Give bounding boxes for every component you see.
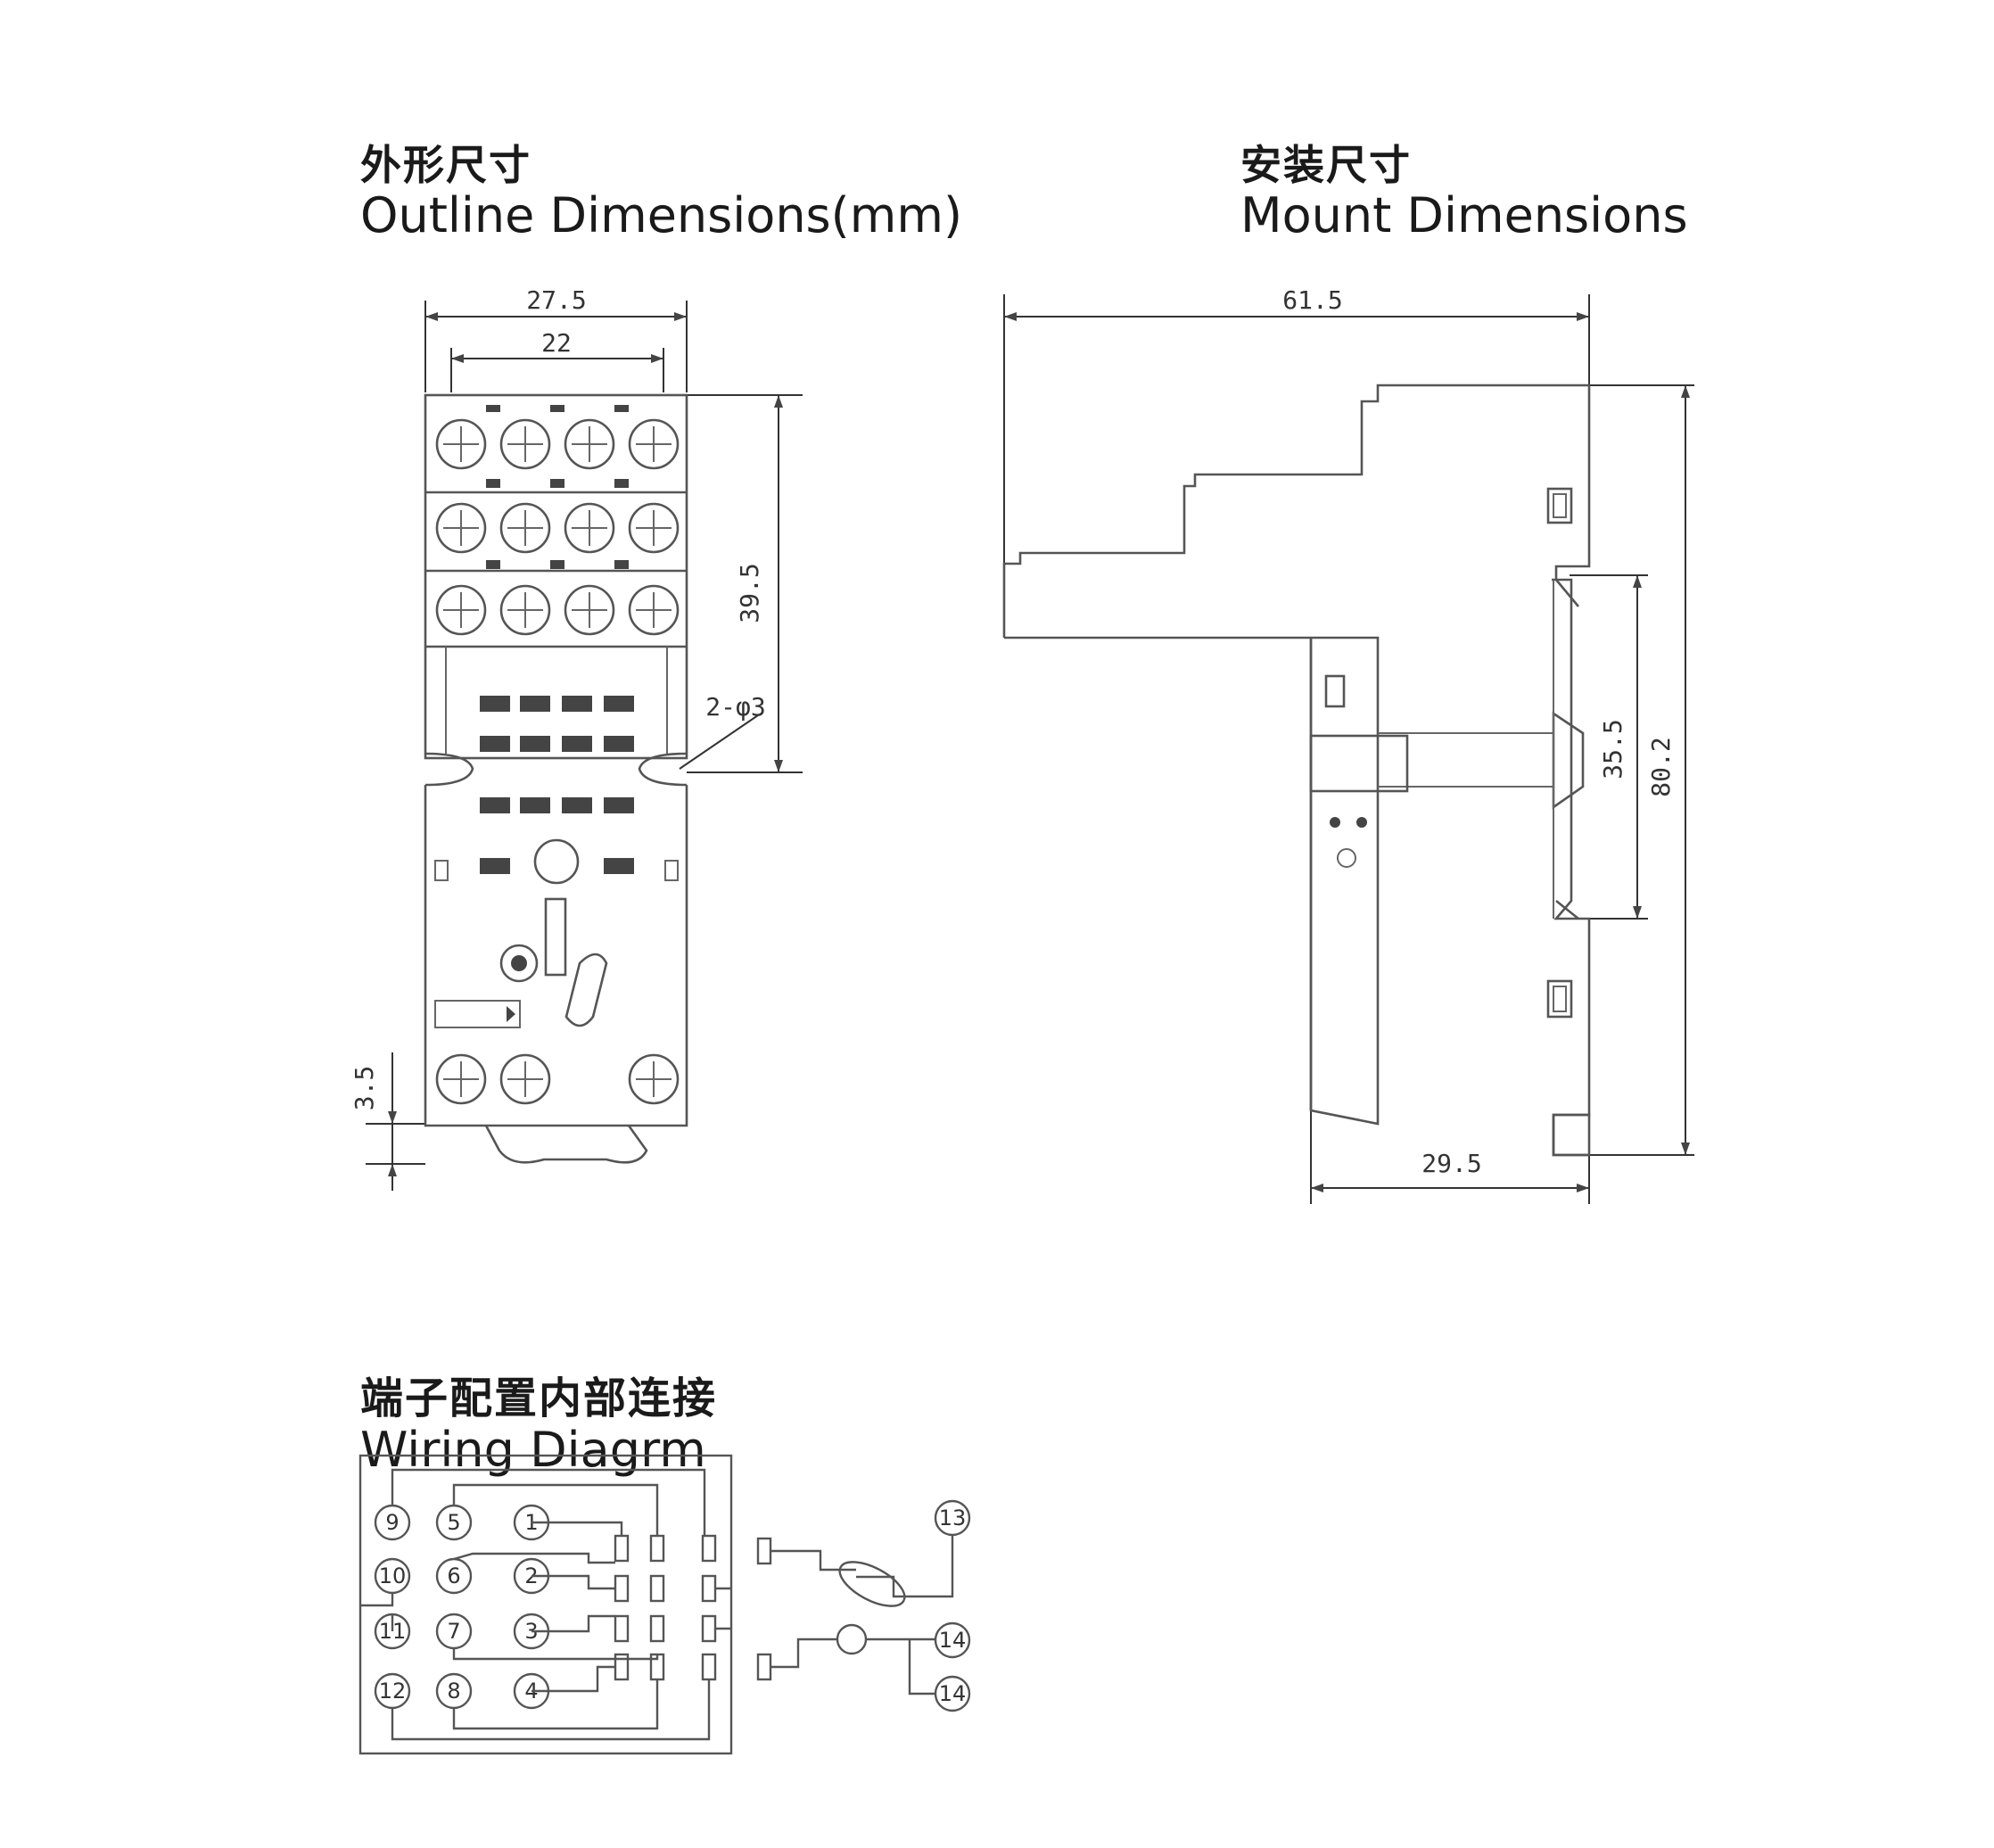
relay-profile [1002, 384, 1591, 1157]
mount-hole-left [424, 752, 474, 787]
dim-height: 39.5 [687, 394, 803, 773]
terminal-screws-top [435, 405, 680, 636]
rail-clip [1552, 711, 1585, 810]
dim-rail: 35.5 [1570, 574, 1648, 920]
dim-holes-label: 2-φ3 [705, 692, 765, 722]
socket-bottom-body [424, 785, 688, 1127]
terminal-label: 8 [447, 1679, 460, 1704]
dim-depth: 29.5 [1310, 1110, 1590, 1204]
wiring-diagram: 9 5 1 10 6 2 11 7 3 12 8 4 13 14 14 [358, 1454, 971, 1755]
outline-dimensions-heading: 外形尺寸 Outline Dimensions(mm) [360, 141, 963, 243]
mount-hole-right [638, 752, 688, 787]
socket-top-body [424, 393, 688, 760]
dim-mount-height-label: 80.2 [1646, 737, 1676, 796]
dim-mount-total-width: 61.5 [1003, 285, 1590, 638]
dim-bottom: 3.5 [350, 1052, 425, 1191]
socket-profile [1004, 636, 1380, 1126]
outline-drawing: 27.5 22 39.5 2-φ3 3.5 [350, 285, 803, 1191]
pin-slots [480, 696, 634, 874]
dim-rail-label: 35.5 [1598, 719, 1627, 779]
outline-title-en: Outline Dimensions(mm) [360, 186, 963, 243]
dim-bottom-label: 3.5 [350, 1066, 379, 1111]
terminal-label: 14 [939, 1681, 967, 1706]
mount-drawing: 61.5 80.2 35.5 29.5 [1002, 285, 1694, 1204]
dim-total-width-label: 27.5 [526, 285, 586, 315]
relay-coil [838, 1561, 906, 1607]
terminal-label: 9 [385, 1510, 399, 1535]
terminal-label: 5 [447, 1510, 460, 1535]
relay-contact [836, 1623, 868, 1655]
terminal-label: 6 [447, 1563, 460, 1588]
wiring-title-cn: 端子配置内部连接 [360, 1374, 718, 1423]
dim-inner-width: 22 [450, 328, 664, 392]
terminal-label: 14 [939, 1628, 967, 1653]
center-hole [533, 838, 580, 885]
wiring-title-en: Wiring Diagrm [360, 1422, 706, 1479]
mount-title-cn: 安装尺寸 [1240, 141, 1412, 189]
mount-title-en: Mount Dimensions [1240, 186, 1688, 243]
terminal-label: 12 [379, 1679, 407, 1704]
mount-dimensions-heading: 安装尺寸 Mount Dimensions [1240, 141, 1688, 243]
dim-height-label: 39.5 [735, 563, 764, 623]
terminal-label: 10 [379, 1563, 407, 1588]
dim-inner-width-label: 22 [541, 328, 572, 358]
wiring-diagram-heading: 端子配置内部连接 Wiring Diagrm [360, 1370, 717, 1478]
dim-total-width: 27.5 [424, 285, 688, 392]
dim-holes: 2-φ3 [679, 692, 766, 770]
wiring-terminals: 9 5 1 10 6 2 11 7 3 12 8 4 13 14 14 [374, 1499, 971, 1712]
wiring-frame [358, 1454, 733, 1755]
terminal-screws-bottom [435, 1053, 680, 1105]
terminal-label: 7 [447, 1619, 460, 1644]
din-clip [484, 1125, 648, 1164]
internal-wiring [360, 1468, 954, 1741]
dim-mount-height: 80.2 [1589, 384, 1694, 1156]
dim-depth-label: 29.5 [1421, 1149, 1481, 1178]
dim-mount-total-width-label: 61.5 [1282, 285, 1342, 315]
terminal-label: 13 [939, 1506, 967, 1530]
outline-title-cn: 外形尺寸 [360, 141, 531, 189]
